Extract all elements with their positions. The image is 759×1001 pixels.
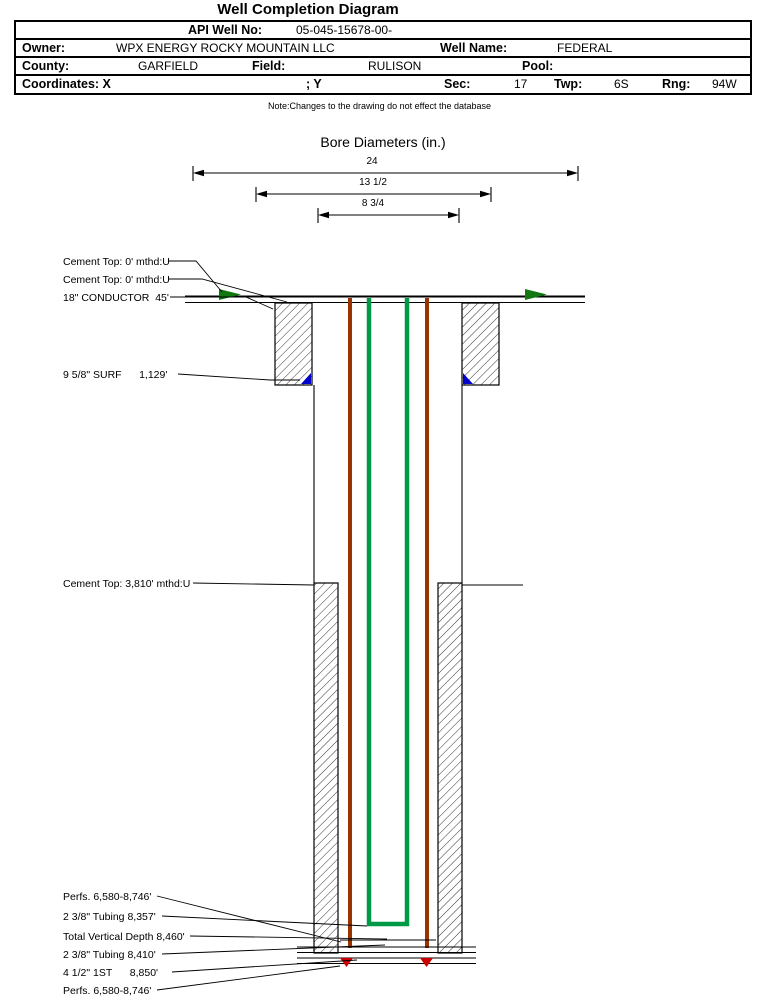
well-name-label: Well Name: (440, 41, 508, 55)
tubing-string (366, 298, 410, 927)
dimension-24-label: 24 (366, 156, 378, 167)
leader-tubing-1 (161, 915, 368, 927)
label-cement-top-3: Cement Top: 3,810' mthd:U (63, 578, 190, 590)
dim-arrow-right (480, 190, 491, 198)
label-surface-casing: 9 5/8" SURF 1,129' (63, 369, 167, 381)
cement-sheath-left (313, 582, 339, 954)
leader-production-casing (171, 959, 358, 973)
label-conductor: 18" CONDUCTOR 45' (63, 292, 169, 304)
leader-perfs-bottom (156, 965, 341, 991)
label-cement-top-1: Cement Top: 0' mthd:U (63, 256, 170, 268)
twp-value: 6S (614, 77, 629, 91)
well-info-grid: API Well No: 05-045-15678-00- Owner: WPX… (14, 20, 752, 95)
cement-top-surface-arrow-left (219, 289, 241, 300)
dimension-13-1-2-label: 13 1/2 (359, 177, 387, 188)
leader-lines (156, 260, 388, 991)
coordinates-y-label: ; Y (306, 77, 322, 91)
dimension-13-1-2: 13 1/2 (255, 177, 492, 202)
well-info-table: Well Completion Diagram API Well No: 05-… (14, 1, 752, 95)
coordinates-label: Coordinates: X (22, 77, 111, 91)
owner-label: Owner: (22, 41, 66, 55)
rng-value: 94W (712, 77, 737, 91)
page-title-row: Well Completion Diagram (14, 1, 752, 20)
leader-tvd (189, 935, 388, 940)
dim-arrow-left (318, 211, 329, 219)
sec-value: 17 (514, 77, 528, 91)
county-row: County: GARFIELD Field: RULISON Pool: (16, 58, 750, 76)
coordinates-row: Coordinates: X ; Y Sec: 17 Twp: 6S Rng: … (16, 76, 750, 93)
leader-cement-top-3 (192, 582, 315, 586)
annotation-labels: Cement Top: 0' mthd:U Cement Top: 0' mth… (63, 256, 190, 997)
production-cement-sheath (313, 582, 523, 954)
api-value: 05-045-15678-00- (296, 23, 393, 37)
perforation-marker-right (420, 958, 433, 967)
dim-arrow-right (567, 169, 578, 177)
label-perfs-bottom: Perfs. 6,580-8,746' (63, 985, 151, 997)
dimension-8-3-4-label: 8 3/4 (362, 198, 385, 209)
cement-top-surface-arrow-right (525, 289, 547, 300)
api-row: API Well No: 05-045-15678-00- (16, 22, 750, 40)
twp-label: Twp: (554, 77, 583, 91)
label-tubing-2: 2 3/8" Tubing 8,410' (63, 949, 156, 961)
rng-label: Rng: (662, 77, 691, 91)
label-tubing-1: 2 3/8" Tubing 8,357' (63, 911, 156, 923)
owner-value: WPX ENERGY ROCKY MOUNTAIN LLC (116, 41, 335, 55)
leader-surface-casing (177, 373, 300, 381)
dimension-8-3-4: 8 3/4 (317, 198, 460, 223)
note-text: Note:Changes to the drawing do not effec… (268, 101, 491, 111)
borehole-walls (313, 385, 463, 583)
page-title: Well Completion Diagram (217, 1, 399, 18)
perforation-marker-left (340, 958, 353, 967)
conductor-cement-left (274, 302, 313, 386)
leader-conductor (170, 296, 274, 310)
bore-diameters-title: Bore Diameters (in.) (320, 134, 445, 150)
dim-arrow-right (448, 211, 459, 219)
bore-diameters: Bore Diameters (in.) 24 13 1/2 8 3/4 (192, 134, 579, 223)
leader-cement-top-1 (168, 260, 223, 293)
dimension-24: 24 (192, 156, 579, 181)
label-tvd: Total Vertical Depth 8,460' (63, 931, 185, 943)
surface-casing-shoe-marker-left (301, 373, 311, 384)
dim-arrow-left (193, 169, 204, 177)
api-label: API Well No: (188, 23, 263, 37)
leader-cement-top-2 (168, 278, 288, 303)
surface-casing-shoe-marker-right (463, 373, 473, 384)
well-name-value: FEDERAL (557, 41, 613, 55)
label-perfs-top: Perfs. 6,580-8,746' (63, 891, 151, 903)
cement-sheath-right (437, 582, 463, 954)
label-cement-top-2: Cement Top: 0' mthd:U (63, 274, 170, 286)
field-value: RULISON (368, 59, 422, 73)
label-production-casing: 4 1/2" 1ST 8,850' (63, 967, 158, 979)
county-value: GARFIELD (138, 59, 199, 73)
leader-perfs-top (156, 895, 342, 943)
conductor-casing-cement (274, 302, 500, 386)
owner-row: Owner: WPX ENERGY ROCKY MOUNTAIN LLC Wel… (16, 40, 750, 58)
conductor-cement-right (461, 302, 500, 386)
county-label: County: (22, 59, 70, 73)
pool-label: Pool: (522, 59, 554, 73)
sec-label: Sec: (444, 77, 471, 91)
field-label: Field: (252, 59, 286, 73)
leader-tubing-2 (161, 944, 386, 955)
dim-arrow-left (256, 190, 267, 198)
